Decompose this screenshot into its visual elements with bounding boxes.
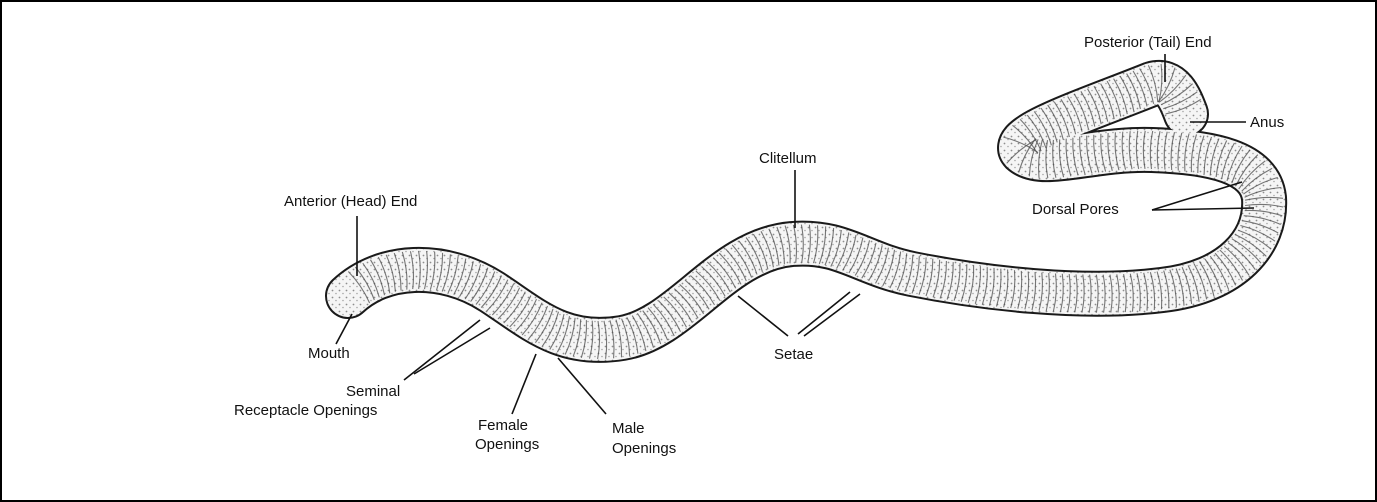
seminal-leader-2 [414, 328, 490, 374]
setae-leader-3 [804, 294, 860, 336]
label-dorsal-pores: Dorsal Pores [1032, 201, 1119, 218]
earthworm-body [348, 64, 1283, 359]
label-anterior-end: Anterior (Head) End [284, 193, 417, 210]
male-openings-leader [558, 358, 606, 414]
label-male-line2: Openings [612, 440, 676, 457]
label-female-line2: Openings [475, 436, 539, 453]
label-clitellum: Clitellum [759, 150, 817, 167]
label-setae: Setae [774, 346, 813, 363]
label-mouth: Mouth [308, 345, 350, 362]
label-anus: Anus [1250, 114, 1284, 131]
setae-leader-2 [798, 292, 850, 334]
female-openings-leader [512, 354, 536, 414]
label-seminal-line2: Receptacle Openings [234, 402, 377, 419]
setae-leader-1 [738, 296, 788, 336]
label-seminal-line1: Seminal [346, 383, 400, 400]
dorsal-pores-leader-1 [1152, 182, 1242, 210]
dorsal-pores-leader-2 [1152, 208, 1254, 210]
label-female-line1: Female [478, 417, 528, 434]
label-male-line1: Male [612, 420, 645, 437]
seminal-leader-1 [404, 320, 480, 380]
label-posterior-end: Posterior (Tail) End [1084, 34, 1212, 51]
